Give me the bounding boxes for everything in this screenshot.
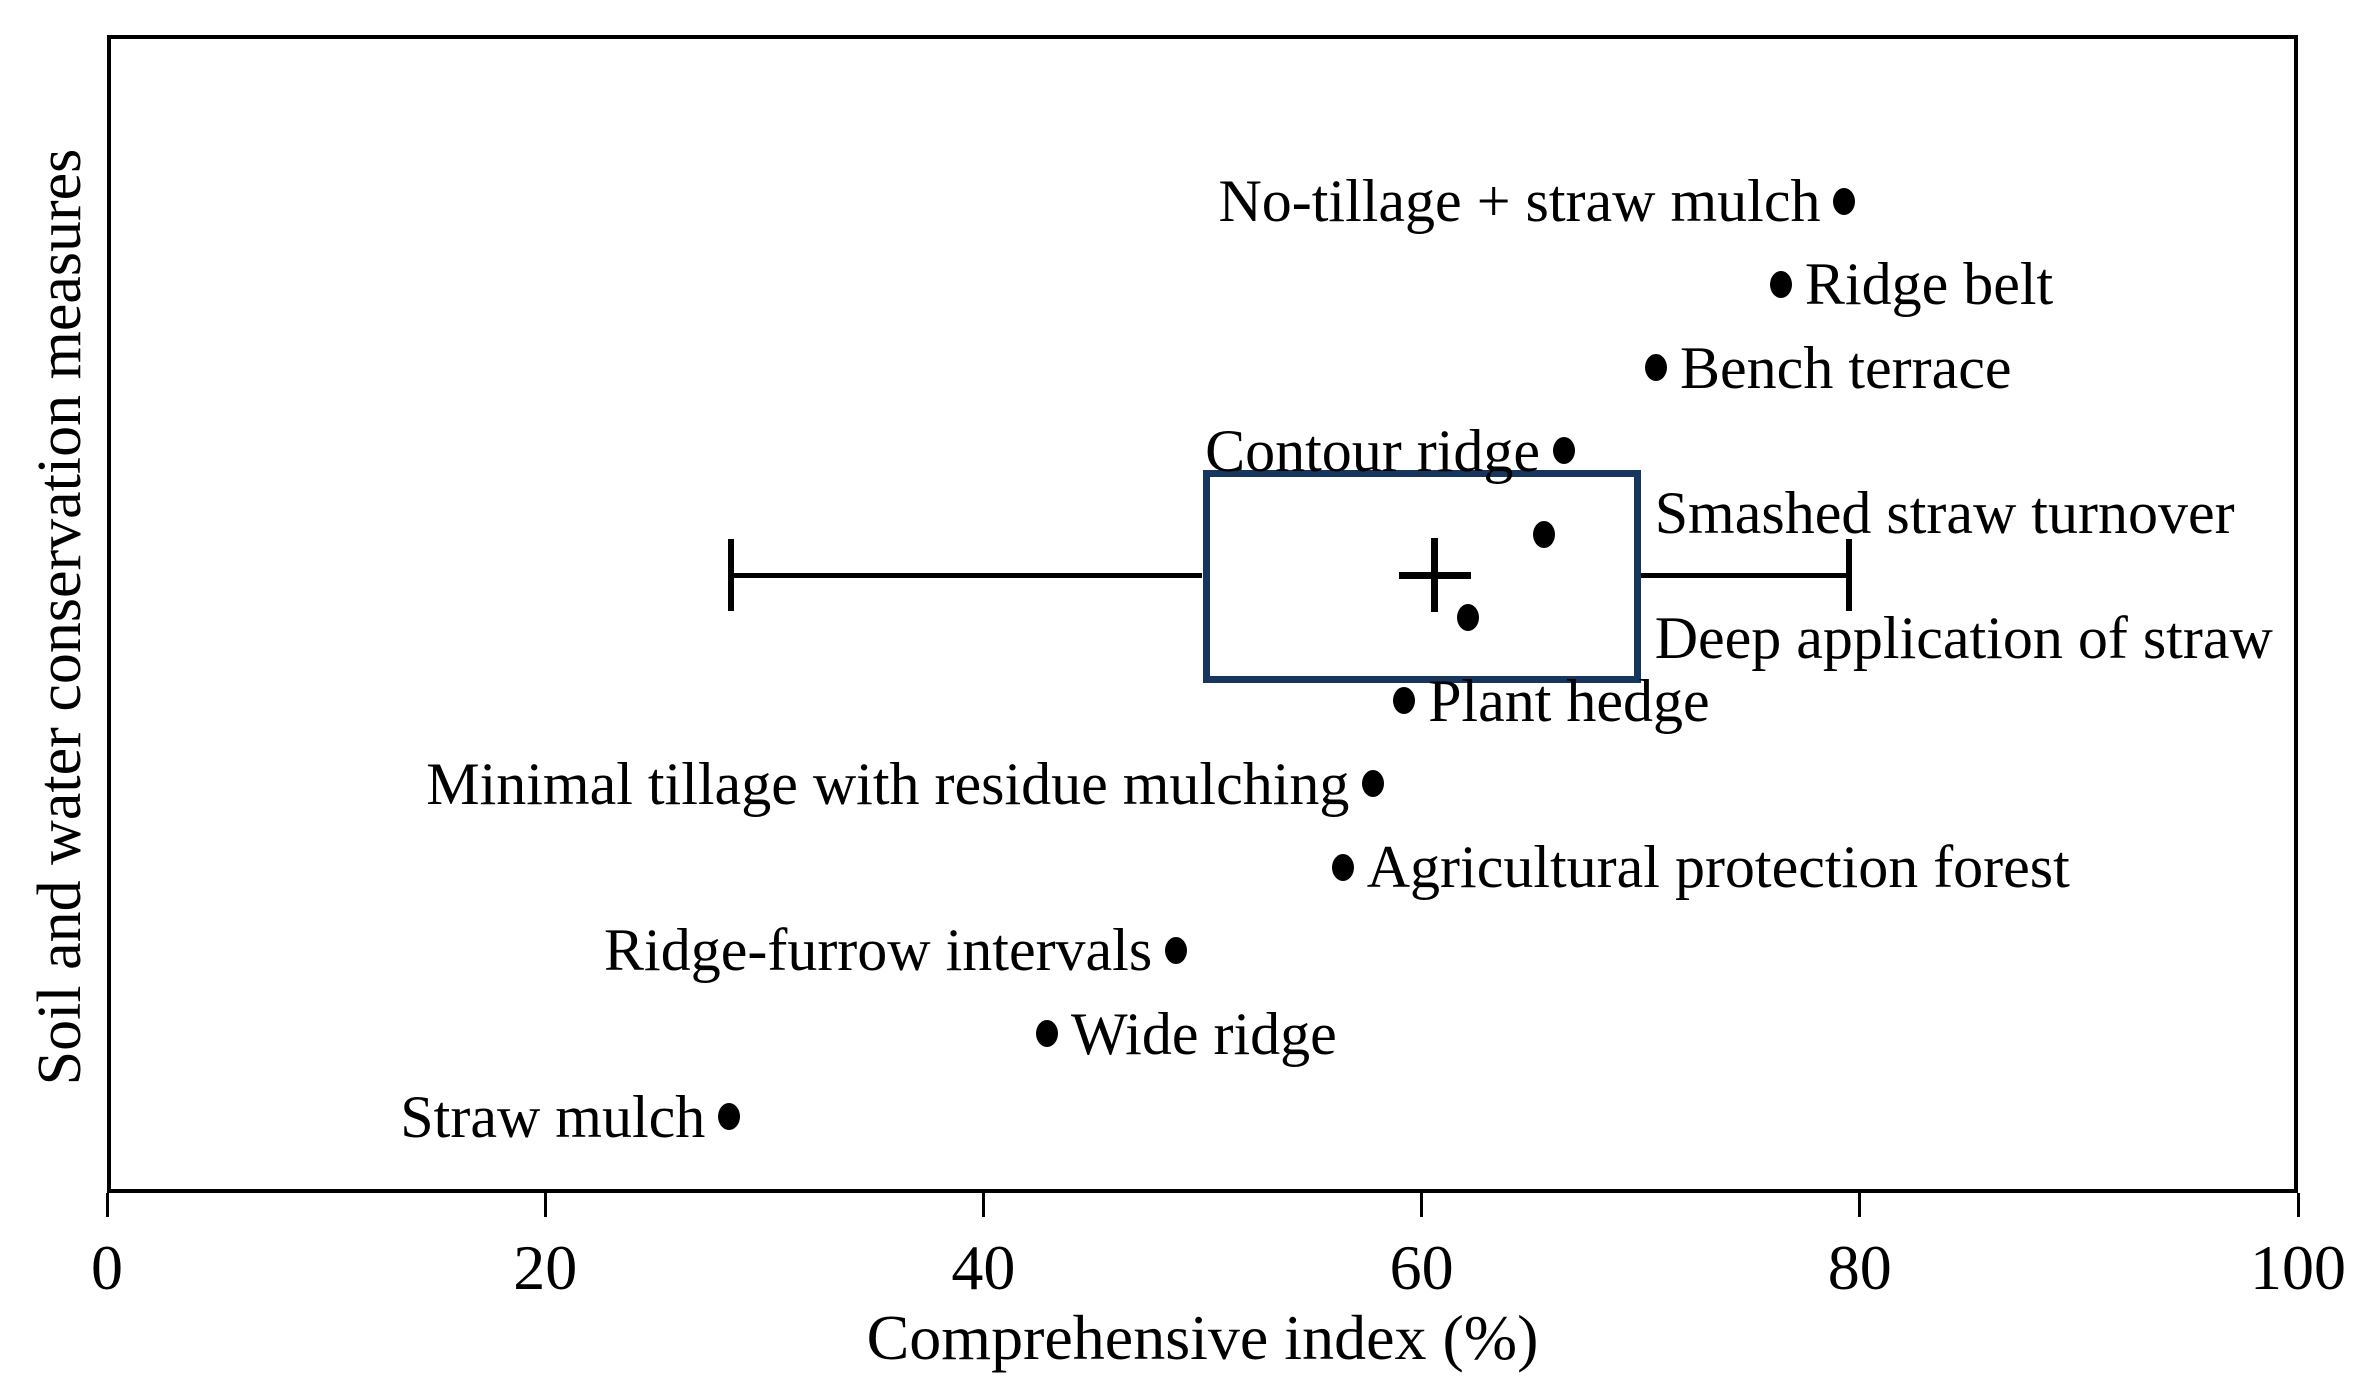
data-point-dot <box>1393 687 1416 715</box>
data-point-label: Plant hedge <box>1428 667 1710 734</box>
x-axis-tick <box>1420 1193 1424 1217</box>
data-point-label: Minimal tillage with residue mulching <box>426 750 1350 817</box>
x-axis-tick-label: 0 <box>91 1232 123 1303</box>
plot-area-border <box>107 35 2298 1193</box>
x-axis-tick <box>2296 1193 2300 1217</box>
data-point-dot <box>718 1103 741 1131</box>
x-axis-tick-label: 40 <box>951 1232 1016 1303</box>
x-axis-tick <box>1858 1193 1862 1217</box>
data-point-dot <box>1769 270 1792 298</box>
data-point-label: Wide ridge <box>1070 1000 1337 1067</box>
x-axis-title: Comprehensive index (%) <box>866 1302 1539 1373</box>
x-axis-tick <box>543 1193 547 1217</box>
x-axis-tick-label: 60 <box>1389 1232 1454 1303</box>
mean-cross-marker-vertical <box>1431 538 1439 612</box>
boxplot-left-whisker <box>731 572 1203 578</box>
data-point-label: Straw mulch <box>400 1083 706 1150</box>
data-point-dot <box>1833 187 1856 215</box>
boxplot-box <box>1202 470 1641 683</box>
data-point-dot <box>1456 603 1479 631</box>
x-axis-tick-label: 80 <box>1827 1232 1892 1303</box>
data-point-dot <box>1165 936 1188 964</box>
data-point-label: Ridge belt <box>1804 251 2054 318</box>
data-point-dot <box>1645 354 1668 382</box>
data-point-label: Contour ridge <box>1205 417 1541 484</box>
data-point-dot <box>1533 520 1556 548</box>
x-axis-tick-label: 20 <box>513 1232 578 1303</box>
boxplot-right-whisker <box>1640 572 1849 578</box>
data-point-label: No-tillage + straw mulch <box>1218 168 1821 234</box>
boxplot-right-whisker-cap <box>1845 539 1852 611</box>
data-point-label: Agricultural protection forest <box>1366 834 2070 901</box>
boxplot-left-whisker-cap <box>728 539 735 611</box>
data-point-label: Deep application of straw <box>1654 605 2273 672</box>
data-point-dot <box>1331 853 1354 881</box>
x-axis-tick <box>105 1193 109 1217</box>
y-axis-title: Soil and water conservation measures <box>26 148 94 1086</box>
data-point-label: Bench terrace <box>1680 334 2012 401</box>
data-point-label: Ridge-furrow intervals <box>604 917 1153 984</box>
data-point-dot <box>1362 770 1385 798</box>
x-axis-tick <box>981 1193 985 1217</box>
data-point-dot <box>1035 1020 1058 1048</box>
x-axis-tick-label: 100 <box>2250 1232 2346 1303</box>
data-point-dot <box>1553 437 1575 465</box>
data-point-label: Smashed straw turnover <box>1654 480 2235 547</box>
